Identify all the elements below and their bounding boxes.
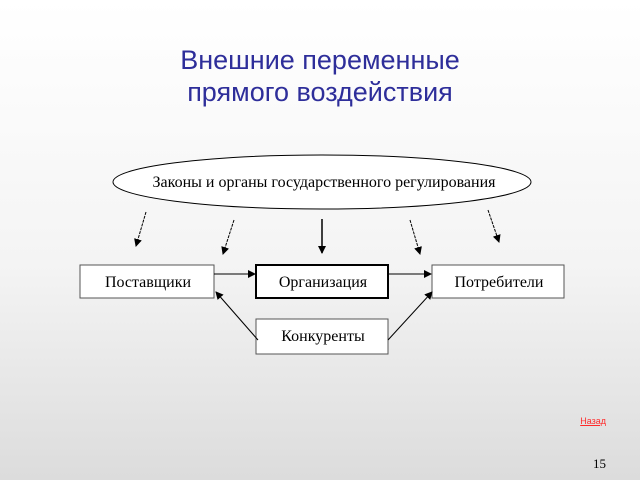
slide-title-line-2: прямого воздействия <box>187 77 453 107</box>
arrow-regulation-to-consumers-link <box>409 219 422 255</box>
suppliers-box <box>79 264 215 299</box>
arrow-competitors-to-suppliers <box>215 291 259 341</box>
arrow-regulation-to-suppliers <box>134 211 147 247</box>
regulation-ellipse <box>112 154 532 210</box>
competitors-label: Конкуренты <box>281 328 365 345</box>
organization-label: Организация <box>278 274 368 291</box>
arrow-competitors-to-consumers <box>387 291 433 341</box>
back-link[interactable]: Назад <box>580 416 606 426</box>
regulation-label: Законы и органы государственного регулир… <box>152 174 496 191</box>
consumers-label: Потребители <box>454 274 544 291</box>
competitors-box <box>255 318 389 355</box>
arrow-regulation-to-suppliers-link <box>221 219 235 255</box>
arrow-regulation-to-consumers <box>487 209 501 243</box>
suppliers-label: Поставщики <box>104 274 192 291</box>
slide-title: Внешние переменные прямого воздействия <box>0 44 640 108</box>
organization-box <box>255 264 389 299</box>
consumers-box <box>431 264 565 299</box>
slide-title-line-1: Внешние переменные <box>180 45 460 75</box>
page-number: 15 <box>593 456 606 471</box>
